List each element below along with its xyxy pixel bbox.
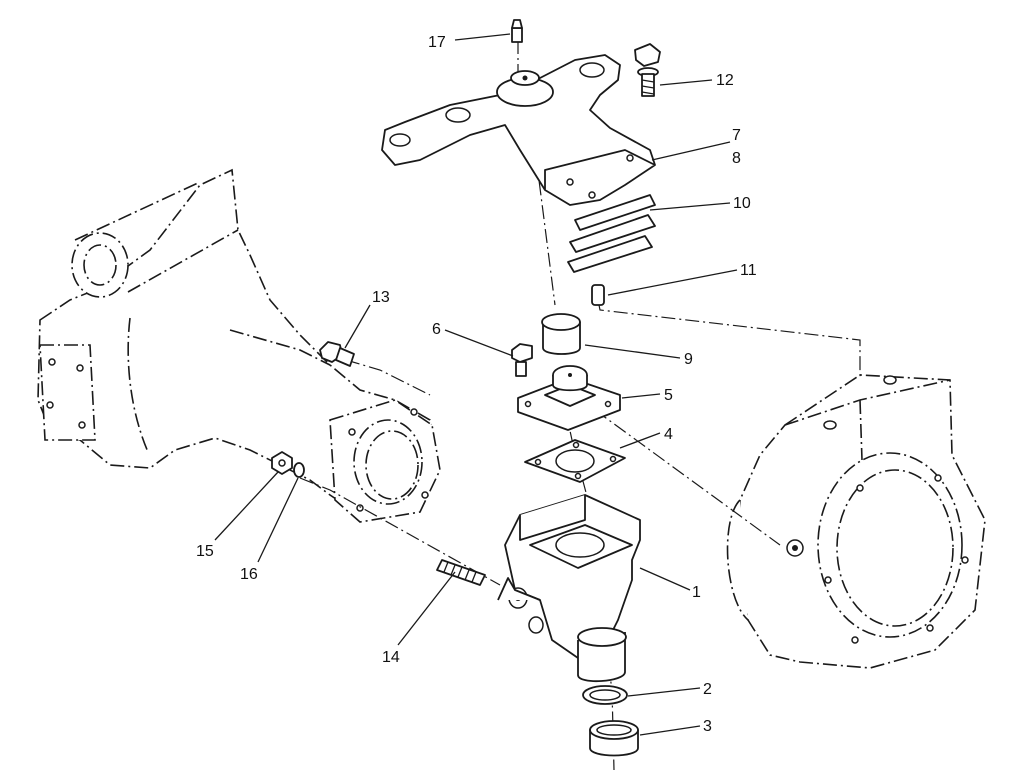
callout-8: 8 [732, 150, 741, 167]
callout-12: 12 [716, 72, 734, 89]
right-axle-housing [726, 374, 986, 669]
callout-labels: 17 12 7 8 10 11 13 6 9 5 4 1 2 3 14 15 1… [196, 34, 757, 735]
callout-15: 15 [196, 543, 214, 560]
callout-9: 9 [684, 351, 693, 368]
callout-6: 6 [432, 321, 441, 338]
grease-fitting [511, 19, 523, 43]
nut-15 [271, 451, 293, 475]
callout-11: 11 [740, 262, 757, 279]
callout-10: 10 [733, 195, 751, 212]
callout-5: 5 [664, 387, 673, 404]
callout-17: 17 [428, 34, 446, 51]
dowel-pin [591, 284, 605, 306]
stud-14 [436, 559, 486, 586]
bolt-6 [511, 343, 533, 377]
bolt-12 [634, 43, 661, 97]
left-axle-housing [37, 168, 441, 523]
callout-1: 1 [692, 584, 701, 601]
leader-lines [214, 33, 738, 736]
seal-2 [582, 685, 628, 705]
callout-3: 3 [703, 718, 712, 735]
shims [567, 194, 656, 273]
bearing-3 [589, 720, 639, 757]
cap-5 [517, 365, 621, 431]
steering-arm [381, 54, 656, 206]
callout-2: 2 [703, 681, 712, 698]
bushing-9 [541, 313, 581, 355]
callout-13: 13 [372, 289, 390, 306]
spindle-housing [497, 494, 641, 683]
callout-7: 7 [732, 127, 741, 144]
callout-4: 4 [664, 426, 673, 443]
bolt-13 [319, 341, 355, 367]
washer-16 [293, 462, 305, 478]
callout-16: 16 [240, 566, 258, 583]
gasket-4 [524, 439, 626, 483]
callout-14: 14 [382, 649, 400, 666]
